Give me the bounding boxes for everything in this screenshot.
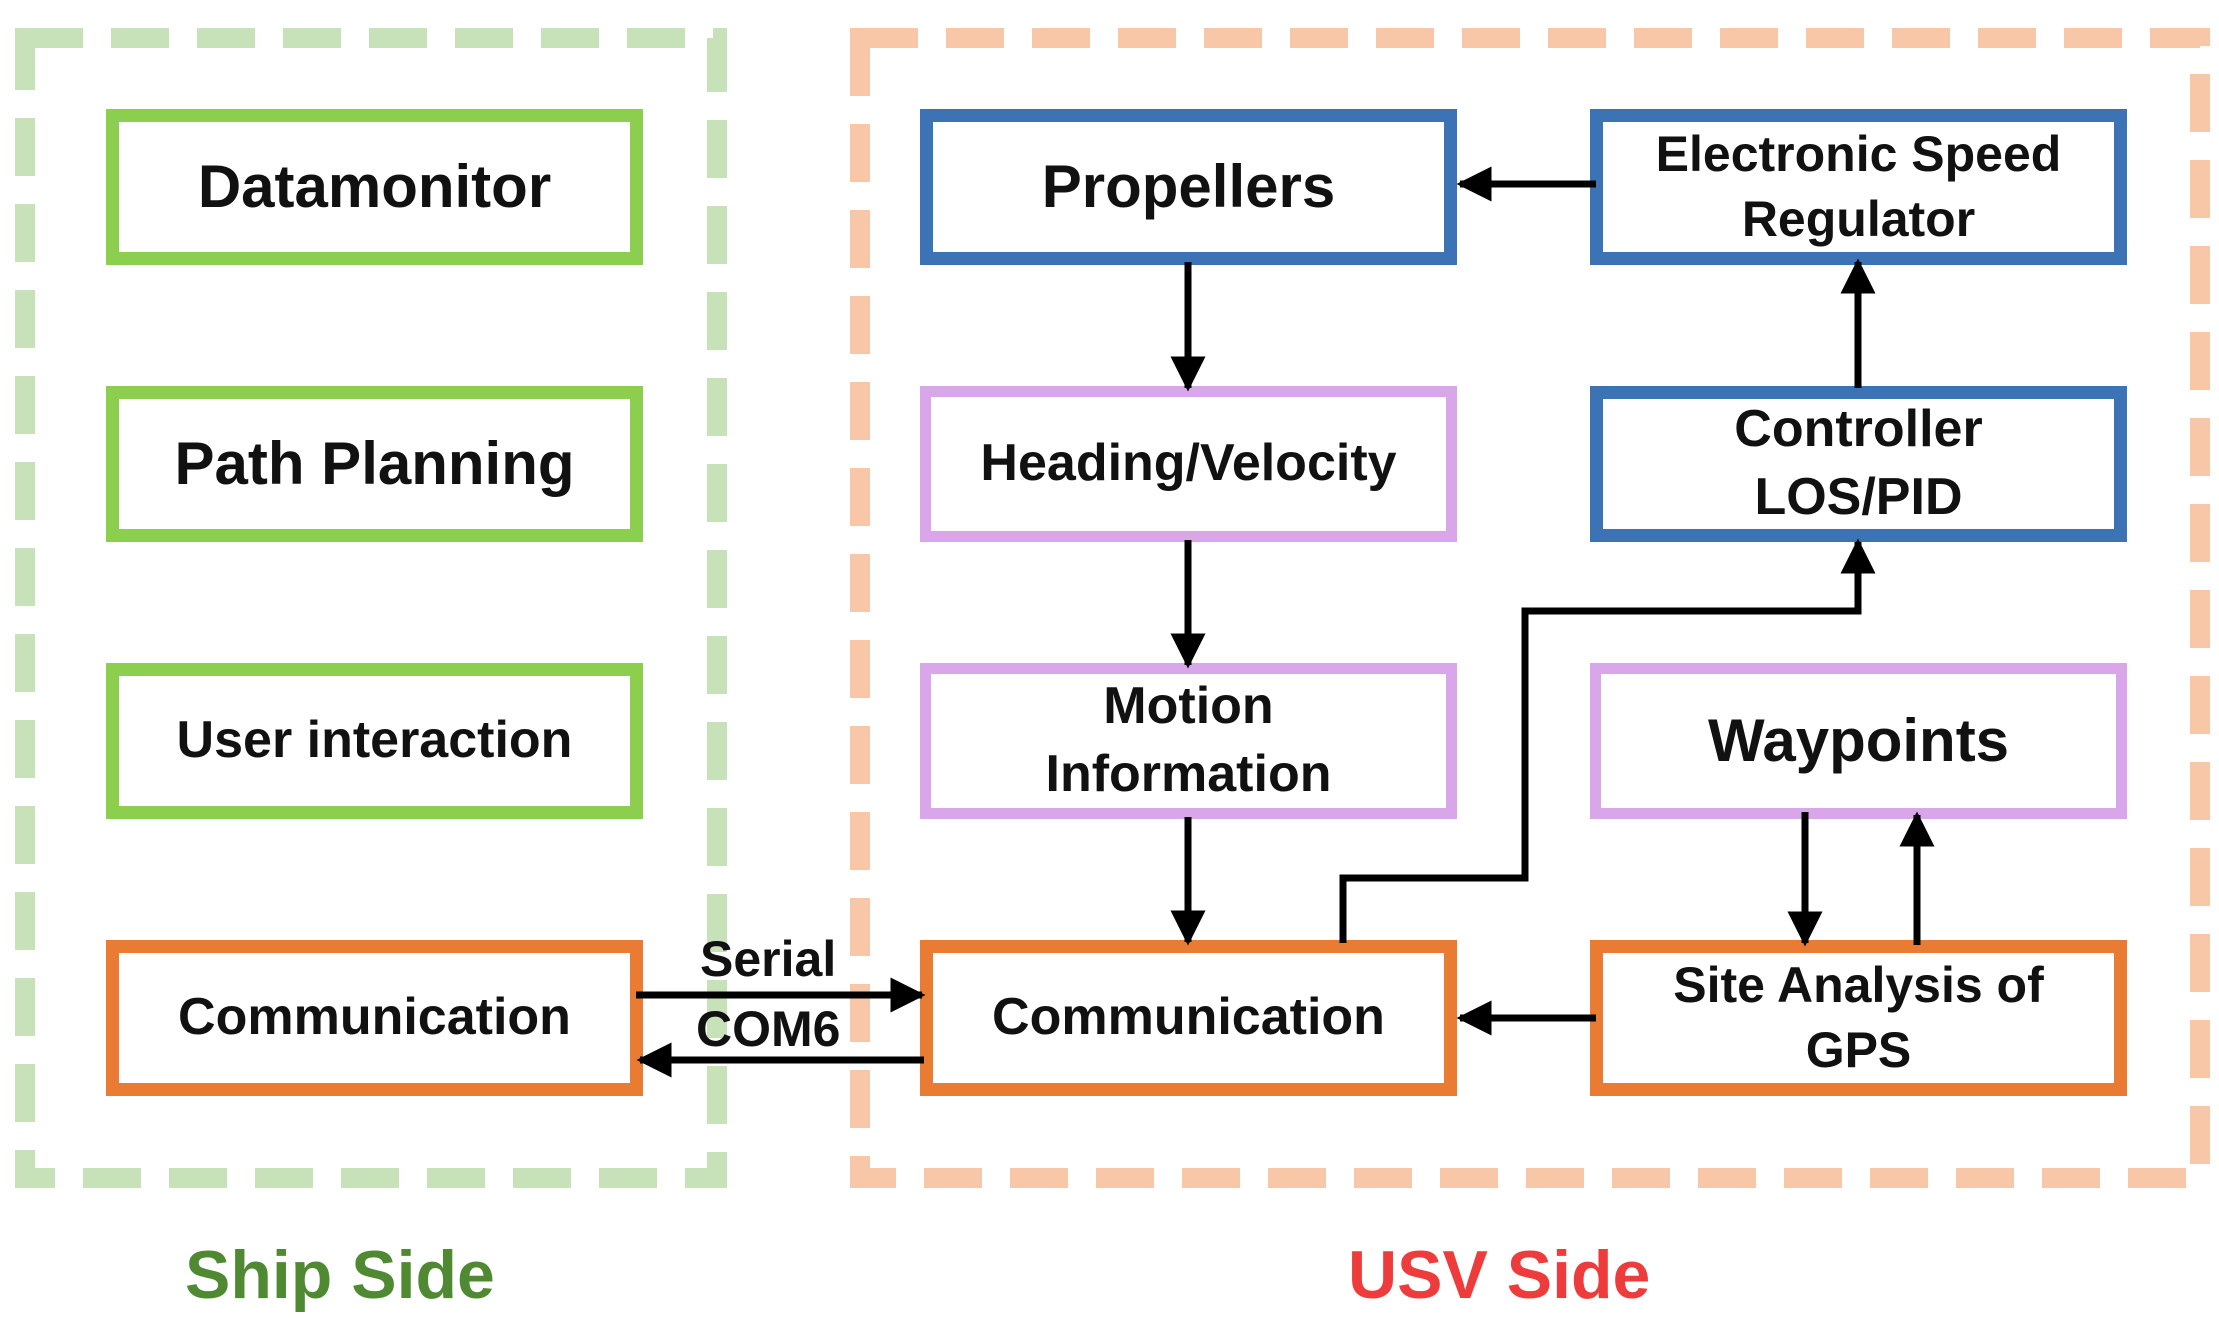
path-planning-label: Path Planning <box>174 430 575 497</box>
ship-side-label: Ship Side <box>185 1237 495 1313</box>
ship-side-frame <box>15 28 727 1188</box>
ship-communication-box: Communication <box>106 940 643 1096</box>
ship-communication-label: Communication <box>178 988 571 1047</box>
com6-label: COM6 <box>696 1001 841 1057</box>
site-analysis-label: Site Analysis of GPS <box>1673 957 2044 1078</box>
heading-velocity-box: Heading/Velocity <box>920 386 1457 542</box>
waypoints-box: Waypoints <box>1590 663 2127 819</box>
motion-information-box: Motion Information <box>920 663 1457 819</box>
datamonitor-box: Datamonitor <box>106 109 643 265</box>
propellers-box: Propellers <box>920 109 1457 265</box>
waypoints-label: Waypoints <box>1707 707 2010 774</box>
controller-label: Controller LOS/PID <box>1734 400 1983 526</box>
site-analysis-box: Site Analysis of GPS <box>1590 940 2127 1096</box>
datamonitor-label: Datamonitor <box>197 153 552 220</box>
user-interaction-label: User interaction <box>176 711 573 770</box>
propellers-label: Propellers <box>1041 153 1336 220</box>
arrow-communication-to-controller <box>1339 538 1876 943</box>
usv-communication-box: Communication <box>920 940 1457 1096</box>
esc-box: Electronic Speed Regulator <box>1590 109 2127 265</box>
controller-box: Controller LOS/PID <box>1590 386 2127 542</box>
user-interaction-box: User interaction <box>106 663 643 819</box>
path-planning-box: Path Planning <box>106 386 643 542</box>
usv-side-frame <box>850 28 2210 1188</box>
motion-information-label: Motion Information <box>1045 677 1332 803</box>
usv-communication-label: Communication <box>992 988 1385 1047</box>
usv-side-label: USV Side <box>1348 1237 1651 1313</box>
esc-label: Electronic Speed Regulator <box>1655 126 2062 247</box>
serial-label: Serial <box>700 931 837 987</box>
heading-velocity-label: Heading/Velocity <box>980 434 1397 493</box>
